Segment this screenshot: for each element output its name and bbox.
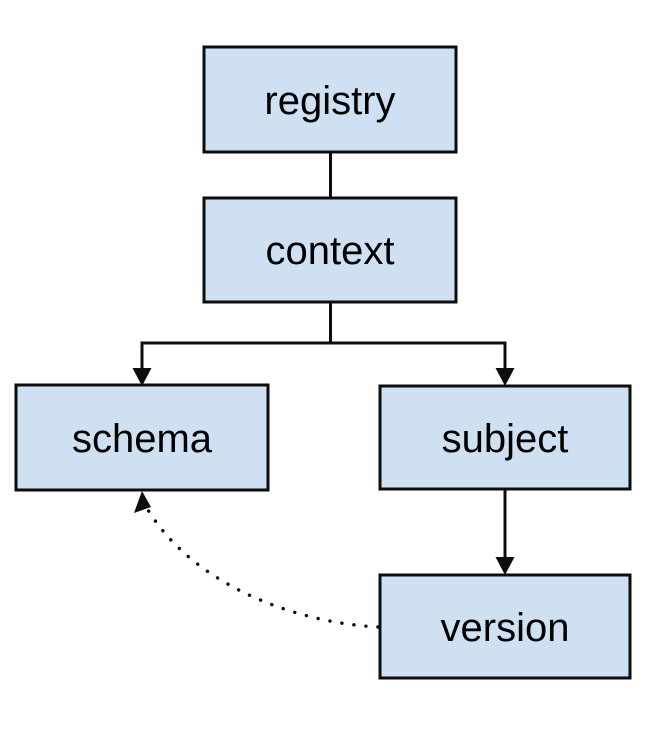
arrowhead-down-schema — [132, 368, 152, 386]
node-registry-label: registry — [264, 79, 395, 123]
node-subject[interactable]: subject — [378, 384, 632, 491]
node-schema-box[interactable] — [14, 383, 270, 492]
node-version[interactable]: version — [378, 573, 632, 680]
arrowhead-down-subject — [495, 368, 515, 386]
node-registry[interactable]: registry — [202, 45, 458, 154]
node-schema-label: schema — [72, 417, 213, 461]
edge-subject-version — [495, 489, 515, 575]
edge-context-schema — [132, 302, 332, 386]
node-schema[interactable]: schema — [14, 383, 270, 492]
arrowhead-down-version — [495, 557, 515, 575]
node-version-box[interactable] — [378, 573, 632, 680]
node-context-box[interactable] — [202, 196, 458, 304]
arrowhead-up-schema — [134, 491, 151, 513]
node-context-label: context — [266, 229, 395, 273]
edge-version-schema — [134, 491, 380, 629]
node-context[interactable]: context — [202, 196, 458, 304]
edge-context-subject — [330, 341, 515, 386]
node-subject-label: subject — [442, 417, 569, 461]
node-registry-box[interactable] — [202, 45, 458, 154]
node-version-label: version — [441, 606, 570, 650]
node-subject-box[interactable] — [378, 384, 632, 491]
